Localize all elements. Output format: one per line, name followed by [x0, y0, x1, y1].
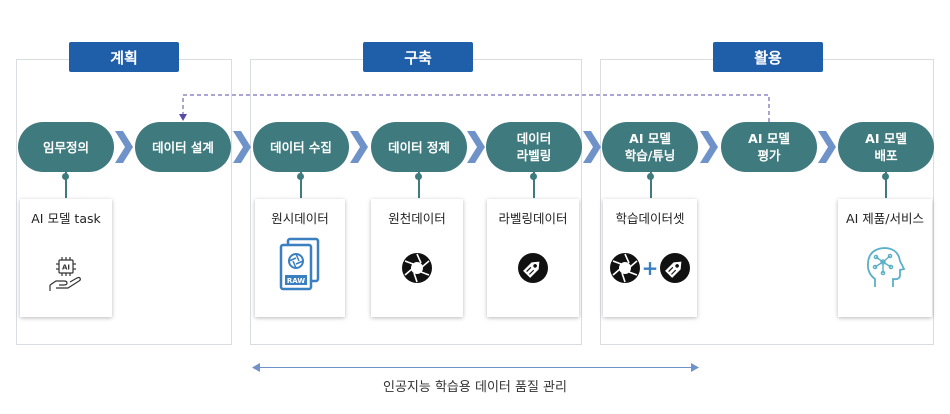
output-label: 원천데이터 [388, 211, 446, 226]
output-card-training-dataset: 학습데이터셋 + [603, 199, 697, 317]
ai-chip-text: AI [62, 264, 70, 272]
step-mission-definition: 임무정의 [18, 122, 114, 172]
connector-stem [885, 172, 887, 198]
connector-stem [300, 172, 302, 198]
chevron-right-icon [583, 131, 601, 163]
chevron-right-icon [700, 131, 718, 163]
output-card-ai-task: AI 모델 task AI [20, 199, 112, 317]
connector-stem [418, 172, 420, 198]
raw-file-icon: RAW [279, 237, 320, 291]
phase-header-use: 활용 [713, 42, 823, 72]
output-card-ai-product: AI 제품/서비스 [838, 199, 932, 317]
ai-head-icon [866, 247, 906, 287]
connector-stem [650, 172, 652, 198]
chevron-right-icon [467, 131, 485, 163]
output-label: 원시데이터 [271, 211, 329, 226]
chevron-right-icon [350, 131, 368, 163]
raw-badge-text: RAW [287, 277, 305, 285]
phase-header-build: 구축 [363, 42, 473, 72]
step-data-cleansing: 데이터 정제 [371, 122, 467, 172]
output-label: AI 제품/서비스 [846, 211, 924, 226]
output-card-raw-data: 원시데이터 RAW [255, 199, 345, 317]
connector-dot [297, 173, 304, 180]
step-data-collection: 데이터 수집 [253, 122, 349, 172]
output-card-labeling-data: 라벨링데이터 [487, 199, 579, 317]
output-label: 학습데이터셋 [615, 211, 685, 226]
connector-dot [415, 173, 422, 180]
plus-operator: + [642, 256, 659, 280]
arrow-right-icon [691, 363, 699, 372]
tag-icon [518, 253, 548, 283]
aperture-plus-tag-icon: + [610, 253, 690, 283]
chevron-right-icon [818, 131, 836, 163]
step-data-design: 데이터 설계 [135, 122, 231, 172]
quality-management-label: 인공지능 학습용 데이터 품질 관리 [383, 380, 567, 395]
output-label: 라벨링데이터 [498, 211, 568, 226]
quality-span-line [255, 367, 695, 368]
output-label: AI 모델 task [31, 211, 101, 226]
ai-hand-chip-icon: AI [49, 257, 81, 291]
connector-stem [533, 172, 535, 198]
chevron-right-icon [115, 131, 133, 163]
connector-dot [62, 173, 69, 180]
aperture-icon [402, 253, 432, 283]
connector-dot [530, 173, 537, 180]
phase-header-plan: 계획 [69, 42, 179, 72]
chevron-right-icon [233, 131, 251, 163]
connector-stem [65, 172, 67, 198]
connector-dot [882, 173, 889, 180]
connector-dot [647, 173, 654, 180]
arrow-left-icon [252, 363, 260, 372]
output-card-source-data: 원천데이터 [371, 199, 463, 317]
